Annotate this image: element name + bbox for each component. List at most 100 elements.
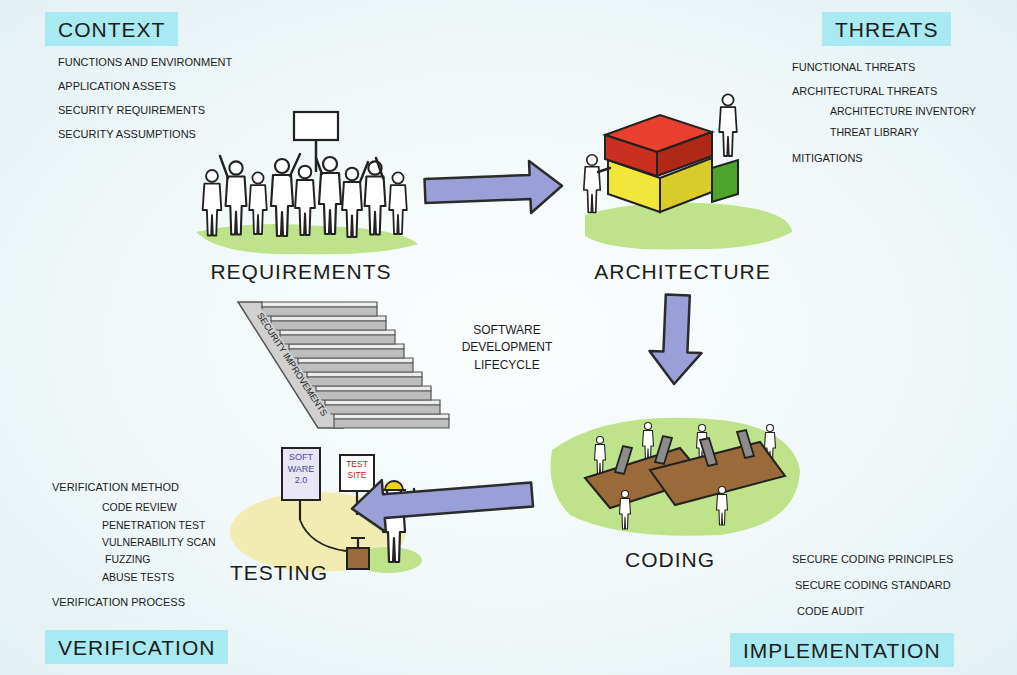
label-slot: ARCHITECTURAL THREATS: [792, 84, 937, 98]
heading-text: VERIFICATION: [58, 635, 215, 660]
person: [271, 159, 293, 236]
stairs-illustration: [238, 302, 449, 428]
red-block: [605, 135, 657, 176]
phase-node: REQUIREMENTS: [185, 105, 417, 287]
list-item: FUNCTIONAL THREATS: [792, 60, 915, 74]
detonator-handle: [351, 538, 365, 548]
raised-arms: [220, 154, 383, 182]
detonator-box: [347, 548, 369, 569]
heading-box: CONTEXT: [45, 12, 178, 46]
label-slot: APPLICATION ASSETS: [58, 79, 176, 93]
person: [643, 423, 654, 462]
sign-pole: [299, 500, 301, 520]
crowd-illustration: [196, 112, 418, 254]
list-item: ABUSE TESTS: [102, 571, 174, 585]
sign-text: TEST SITE: [342, 459, 372, 481]
list-item: VULNERABILITY SCAN: [102, 536, 216, 550]
sign-pole: [315, 140, 318, 172]
label-slot: CODE AUDIT: [797, 604, 864, 618]
label-slot: MITIGATIONS: [792, 151, 863, 165]
label-slot: TEST SITE: [342, 459, 372, 481]
green-block: [712, 160, 738, 202]
list-item: MITIGATIONS: [792, 151, 863, 165]
list-item: SECURITY ASSUMPTIONS: [58, 127, 196, 141]
person: [203, 170, 222, 235]
list-item: PENETRATION TEST: [102, 519, 205, 533]
label-slot: FUZZING: [105, 553, 151, 567]
person: [226, 161, 247, 234]
phase-node: TESTING: [226, 440, 344, 588]
heading-box: THREATS: [822, 12, 951, 46]
test-site-sign: [340, 455, 374, 491]
phase-label: TESTING: [230, 561, 328, 585]
label-slot: SOFTWARE DEVELOPMENT LIFECYCLE: [452, 322, 562, 374]
label-slot: CODE REVIEW: [102, 501, 177, 515]
list-item: CODE REVIEW: [102, 501, 177, 515]
phase-node: CODING: [540, 392, 800, 575]
center-title: SOFTWARE DEVELOPMENT LIFECYCLE: [452, 322, 562, 374]
pushing-arm: [598, 168, 610, 172]
list-item: FUZZING: [105, 553, 151, 567]
label-slot: ARCHITECTURE INVENTORY: [830, 105, 976, 119]
list-item: APPLICATION ASSETS: [58, 79, 176, 93]
heading-text: CONTEXT: [58, 17, 165, 42]
sign-text: SOFT WARE 2.0: [284, 452, 318, 487]
person: [295, 166, 315, 235]
list-item: VERIFICATION PROCESS: [52, 595, 185, 609]
person: [365, 161, 386, 234]
phase-label: REQUIREMENTS: [210, 260, 391, 284]
label-slot: SECURITY ASSUMPTIONS: [58, 127, 196, 141]
label-slot: VERIFICATION METHOD: [52, 480, 179, 494]
person: [584, 155, 601, 213]
label-slot: FUNCTIONAL THREATS: [792, 60, 915, 74]
grass-patch: [585, 202, 792, 249]
person: [249, 172, 267, 234]
label-slot: SOFT WARE 2.0: [284, 452, 318, 487]
person: [389, 172, 407, 234]
person: [717, 487, 728, 526]
heading-box: VERIFICATION: [45, 630, 228, 664]
detonator-wire: [300, 520, 346, 551]
protest-sign: [294, 112, 338, 140]
label-slot: SECURITY REQUIREMENTS: [58, 103, 205, 117]
list-item: ARCHITECTURAL THREATS: [792, 84, 937, 98]
phase-label: CODING: [625, 548, 715, 572]
list-item: ARCHITECTURE INVENTORY: [830, 105, 976, 119]
label-slot: SECURE CODING STANDARD: [795, 578, 951, 592]
flow-arrow: [352, 480, 533, 532]
list-item: THREAT LIBRARY: [830, 126, 919, 140]
label-slot: PENETRATION TEST: [102, 519, 205, 533]
person: [319, 157, 341, 234]
grass-patch: [550, 418, 800, 536]
hard-hat: [382, 481, 406, 490]
list-item: SECURE CODING PRINCIPLES: [792, 552, 953, 566]
list-item: SECURITY REQUIREMENTS: [58, 103, 205, 117]
label-slot: FUNCTIONS AND ENVIRONMENT: [58, 55, 232, 69]
flow-arrow: [650, 295, 702, 385]
phase-label: ARCHITECTURE: [594, 260, 771, 284]
heading-text: THREATS: [835, 17, 938, 42]
list-item: SECURE CODING STANDARD: [795, 578, 951, 592]
stair-label: SECURITY IMPROVEMENTS: [252, 309, 331, 422]
label-slot: ABUSE TESTS: [102, 571, 174, 585]
list-item: FUNCTIONS AND ENVIRONMENT: [58, 55, 232, 69]
flow-arrow: [425, 161, 563, 213]
label-slot: SECURITY IMPROVEMENTS: [252, 309, 331, 422]
label-slot: VERIFICATION PROCESS: [52, 595, 185, 609]
person: [342, 168, 362, 237]
person: [620, 491, 631, 530]
phase-node: ARCHITECTURE: [570, 75, 795, 287]
red-block: [657, 132, 712, 176]
software-sign: [282, 448, 320, 500]
heading-text: IMPLEMENTATION: [743, 638, 941, 663]
coding-illustration: [550, 418, 800, 536]
list-item: VERIFICATION METHOD: [52, 480, 179, 494]
label-slot: THREAT LIBRARY: [830, 126, 919, 140]
list-item: CODE AUDIT: [797, 604, 864, 618]
label-slot: SECURE CODING PRINCIPLES: [792, 552, 953, 566]
blocks-illustration: [584, 94, 792, 249]
person: [719, 94, 737, 156]
person: [595, 437, 606, 476]
laptops: [615, 430, 754, 474]
